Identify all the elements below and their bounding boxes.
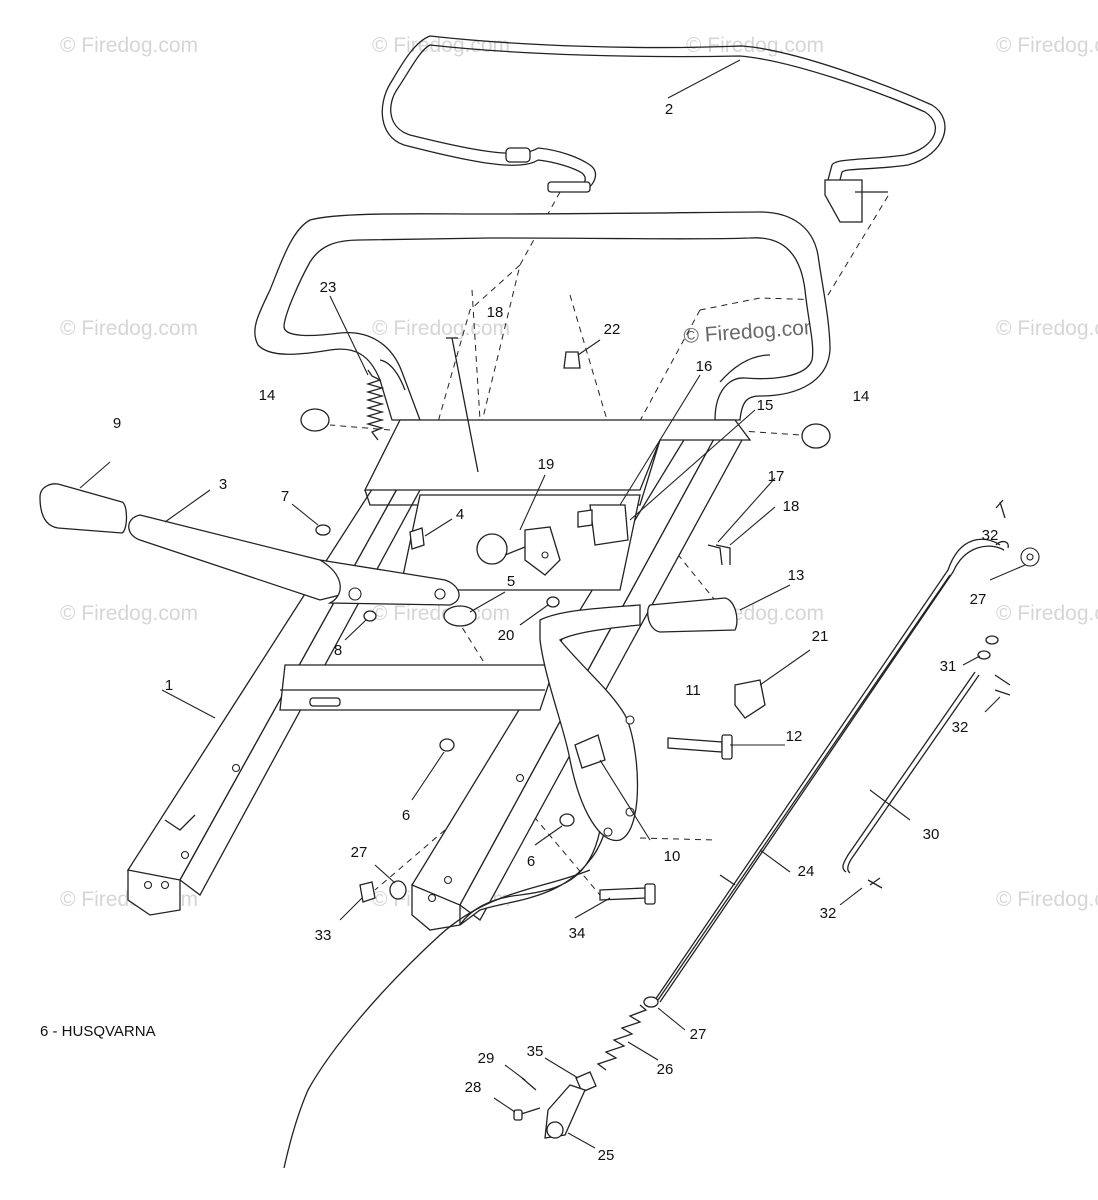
- watermark-center: © Firedog.com: [683, 315, 822, 348]
- callout-29: 29: [478, 1050, 495, 1067]
- callout-labels: 1 2 3 4 5 6 6 7 8 9 10 11 12 13 14 14 15…: [113, 101, 999, 1164]
- watermark: © Firedog.com: [686, 34, 824, 57]
- callout-27: 27: [970, 591, 987, 608]
- figure-caption: 6 - HUSQVARNA: [40, 1023, 156, 1040]
- callout-32: 32: [952, 719, 969, 736]
- callout-26: 26: [657, 1061, 674, 1078]
- callout-27: 27: [351, 844, 368, 861]
- watermark: © Firedog.com: [60, 34, 198, 57]
- callout-19: 19: [538, 456, 555, 473]
- watermark: © Firedog.com: [372, 317, 510, 340]
- callout-12: 12: [786, 728, 803, 745]
- callout-2: 2: [665, 101, 673, 118]
- watermark: © Firedog.com: [996, 34, 1098, 57]
- watermark: © Firedog.com: [996, 317, 1098, 340]
- callout-16: 16: [696, 358, 713, 375]
- callout-3: 3: [219, 476, 227, 493]
- callout-10: 10: [664, 848, 681, 865]
- callout-21: 21: [812, 628, 829, 645]
- callout-32: 32: [982, 527, 999, 544]
- callout-17: 17: [768, 468, 785, 485]
- bail-bar-part: [381, 35, 946, 223]
- callout-15: 15: [757, 397, 774, 414]
- watermark: © Firedog.com: [996, 602, 1098, 625]
- watermark: © Firedog.com: [996, 888, 1098, 911]
- hardware-parts: [291, 295, 831, 921]
- callout-9: 9: [113, 415, 121, 432]
- rod-parts: [283, 499, 1040, 1169]
- watermark: © Firedog.com: [60, 317, 198, 340]
- callout-8: 8: [334, 642, 342, 659]
- callout-25: 25: [598, 1147, 615, 1164]
- watermark: © Firedog.com: [60, 602, 198, 625]
- callout-4: 4: [456, 506, 464, 523]
- callout-28: 28: [465, 1079, 482, 1096]
- callout-33: 33: [315, 927, 332, 944]
- callout-22: 22: [604, 321, 621, 338]
- watermark-layer: © Firedog.com © Firedog.com © Firedog.co…: [60, 34, 1098, 911]
- callout-14: 14: [853, 388, 870, 405]
- callout-30: 30: [923, 826, 940, 843]
- callout-6: 6: [402, 807, 410, 824]
- callout-23: 23: [320, 279, 337, 296]
- callout-34: 34: [569, 925, 586, 942]
- handle-parts: [39, 461, 791, 633]
- callout-6: 6: [527, 853, 535, 870]
- callout-31: 31: [940, 658, 957, 675]
- callout-20: 20: [498, 627, 515, 644]
- callout-32: 32: [820, 905, 837, 922]
- callout-13: 13: [788, 567, 805, 584]
- handlebar-part: [254, 211, 831, 421]
- callout-7: 7: [281, 488, 289, 505]
- callout-24: 24: [798, 863, 815, 880]
- callout-18: 18: [487, 304, 504, 321]
- callout-35: 35: [527, 1043, 544, 1060]
- callout-11: 11: [685, 682, 701, 699]
- callout-5: 5: [507, 573, 515, 590]
- callout-1: 1: [165, 677, 173, 694]
- callout-27: 27: [690, 1026, 707, 1043]
- frame-part: [127, 419, 752, 931]
- callout-14: 14: [259, 387, 276, 404]
- callout-18: 18: [783, 498, 800, 515]
